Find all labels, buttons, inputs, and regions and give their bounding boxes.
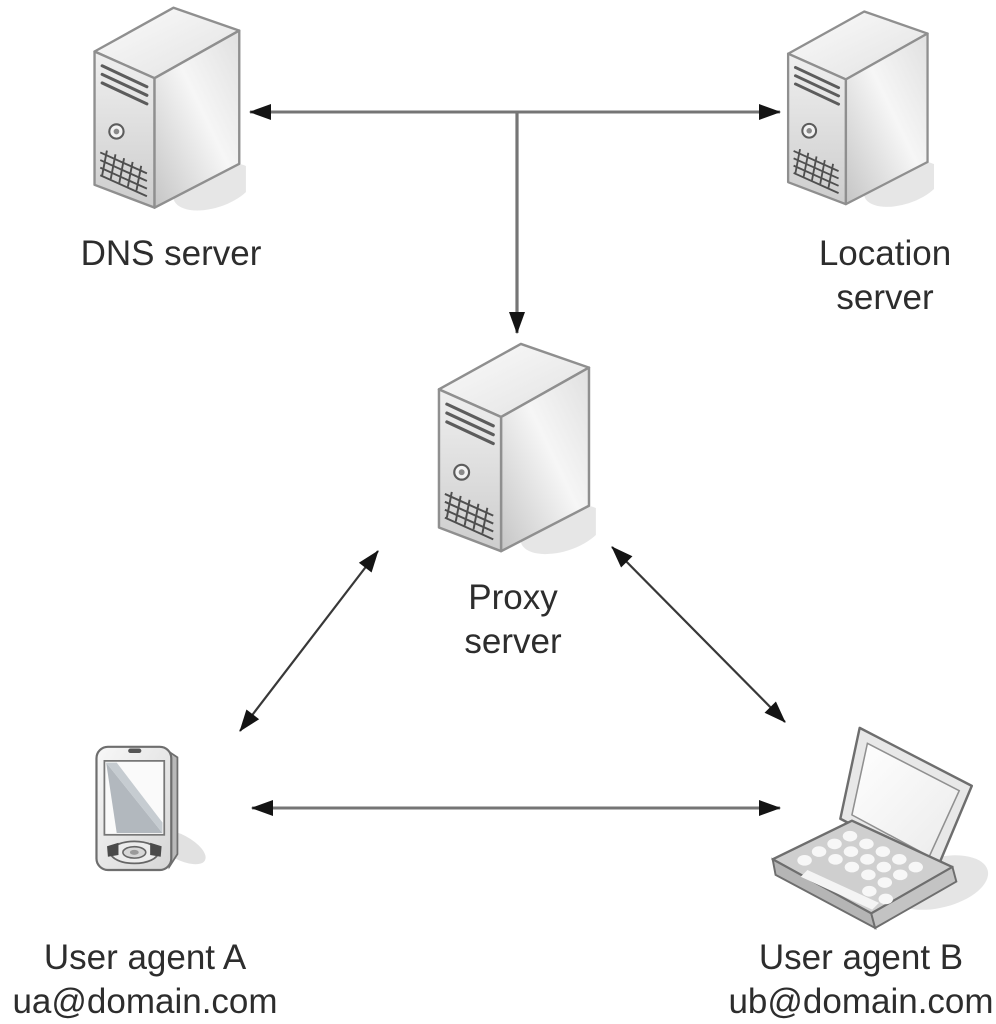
user-agent-a-address: ua@domain.com: [12, 982, 278, 1021]
user-agent-b-name: User agent B: [758, 938, 964, 977]
dns-server-label: DNS server: [11, 232, 331, 276]
user-agent-a-icon: [78, 738, 210, 892]
dns-server-icon: [84, 2, 246, 221]
user-agent-b-address: ub@domain.com: [728, 982, 994, 1021]
location-server-label-line1: Location: [818, 234, 952, 273]
user-agent-a-label: User agent A ua@domain.com: [0, 936, 305, 1024]
proxy-server-label-line2: server: [464, 622, 562, 661]
location-server-label-line2: server: [836, 278, 934, 317]
user-agent-b-label: User agent B ub@domain.com: [701, 936, 996, 1024]
location-server-icon: [778, 6, 934, 217]
proxy-server-label-line1: Proxy: [468, 578, 558, 617]
user-agent-b-icon: [763, 722, 995, 930]
location-server-label: Location server: [725, 232, 996, 320]
user-agent-a-name: User agent A: [43, 938, 247, 977]
dns-server-label-text: DNS server: [80, 234, 262, 273]
proxy-server-label: Proxy server: [353, 576, 673, 664]
proxy-server-icon: [428, 338, 596, 565]
